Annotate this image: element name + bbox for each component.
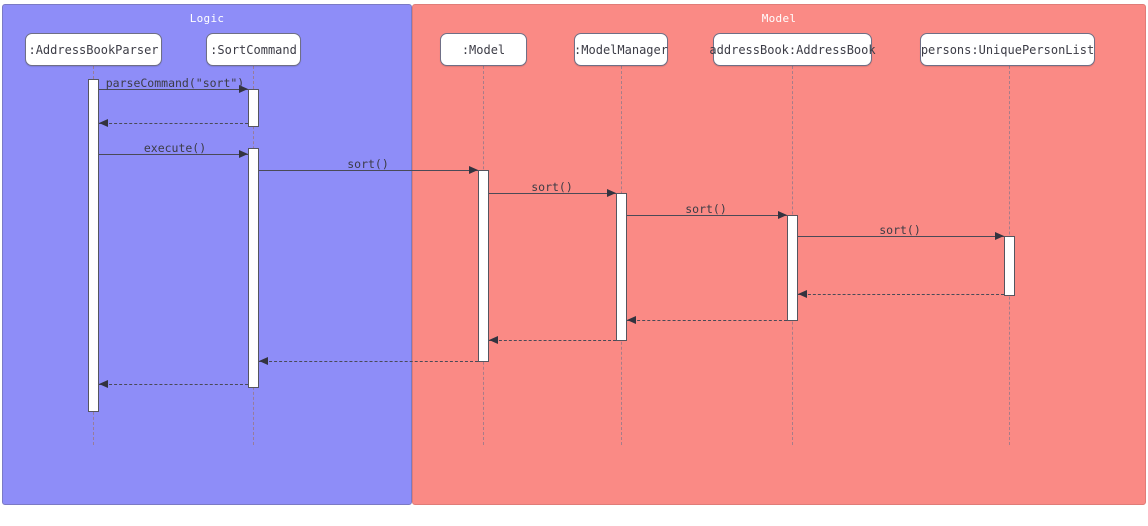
participant-sortcmd[interactable]: :SortCommand (206, 33, 301, 66)
participant-mgr[interactable]: :ModelManager (574, 33, 668, 66)
partition-title-model: Model (761, 12, 797, 25)
arrow-head-m11 (259, 357, 268, 365)
activation-bar-act-mgr (616, 193, 627, 341)
partition-logic: Logic (2, 4, 412, 505)
partition-model: Model (412, 4, 1146, 505)
arrow-head-m4 (469, 166, 478, 174)
arrow-head-m2 (99, 119, 108, 127)
message-line-m2 (99, 123, 248, 124)
activation-bar-act-abook (787, 215, 798, 321)
message-line-m5 (489, 193, 616, 194)
message-label-m1: parseCommand("sort") (105, 76, 245, 90)
participant-abook[interactable]: addressBook:AddressBook (709, 33, 876, 66)
message-line-m7 (798, 236, 1004, 237)
activation-bar-act-sortcmd-2 (248, 148, 259, 388)
arrow-head-m5 (607, 189, 616, 197)
message-label-m3: execute() (143, 141, 207, 155)
participant-parser[interactable]: :AddressBookParser (25, 33, 162, 66)
arrow-head-m6 (778, 211, 787, 219)
arrow-head-m8 (798, 290, 807, 298)
message-label-m6: sort() (685, 202, 727, 216)
activation-bar-act-persons (1004, 236, 1015, 296)
participant-model[interactable]: :Model (440, 33, 527, 66)
arrow-head-m1 (239, 85, 248, 93)
message-line-m8 (798, 294, 1004, 295)
arrow-head-m7 (995, 232, 1004, 240)
message-label-m4: sort() (347, 157, 389, 171)
message-line-m6 (627, 215, 787, 216)
message-line-m3 (99, 154, 248, 155)
message-line-m4 (259, 170, 478, 171)
partition-title-logic: Logic (189, 12, 225, 25)
message-line-m9 (627, 320, 787, 321)
message-line-m1 (99, 89, 248, 90)
arrow-head-m3 (239, 150, 248, 158)
arrow-head-m9 (627, 316, 636, 324)
message-label-m7: sort() (879, 223, 921, 237)
arrow-head-m10 (489, 336, 498, 344)
message-label-m5: sort() (531, 180, 573, 194)
participant-persons[interactable]: persons:UniquePersonList (920, 33, 1095, 66)
message-line-m11 (259, 361, 478, 362)
activation-bar-act-sortcmd-1 (248, 89, 259, 127)
activation-bar-act-model (478, 170, 489, 362)
message-line-m10 (489, 340, 616, 341)
message-line-m12 (99, 384, 248, 385)
arrow-head-m12 (99, 380, 108, 388)
activation-bar-act-parser (88, 79, 99, 412)
